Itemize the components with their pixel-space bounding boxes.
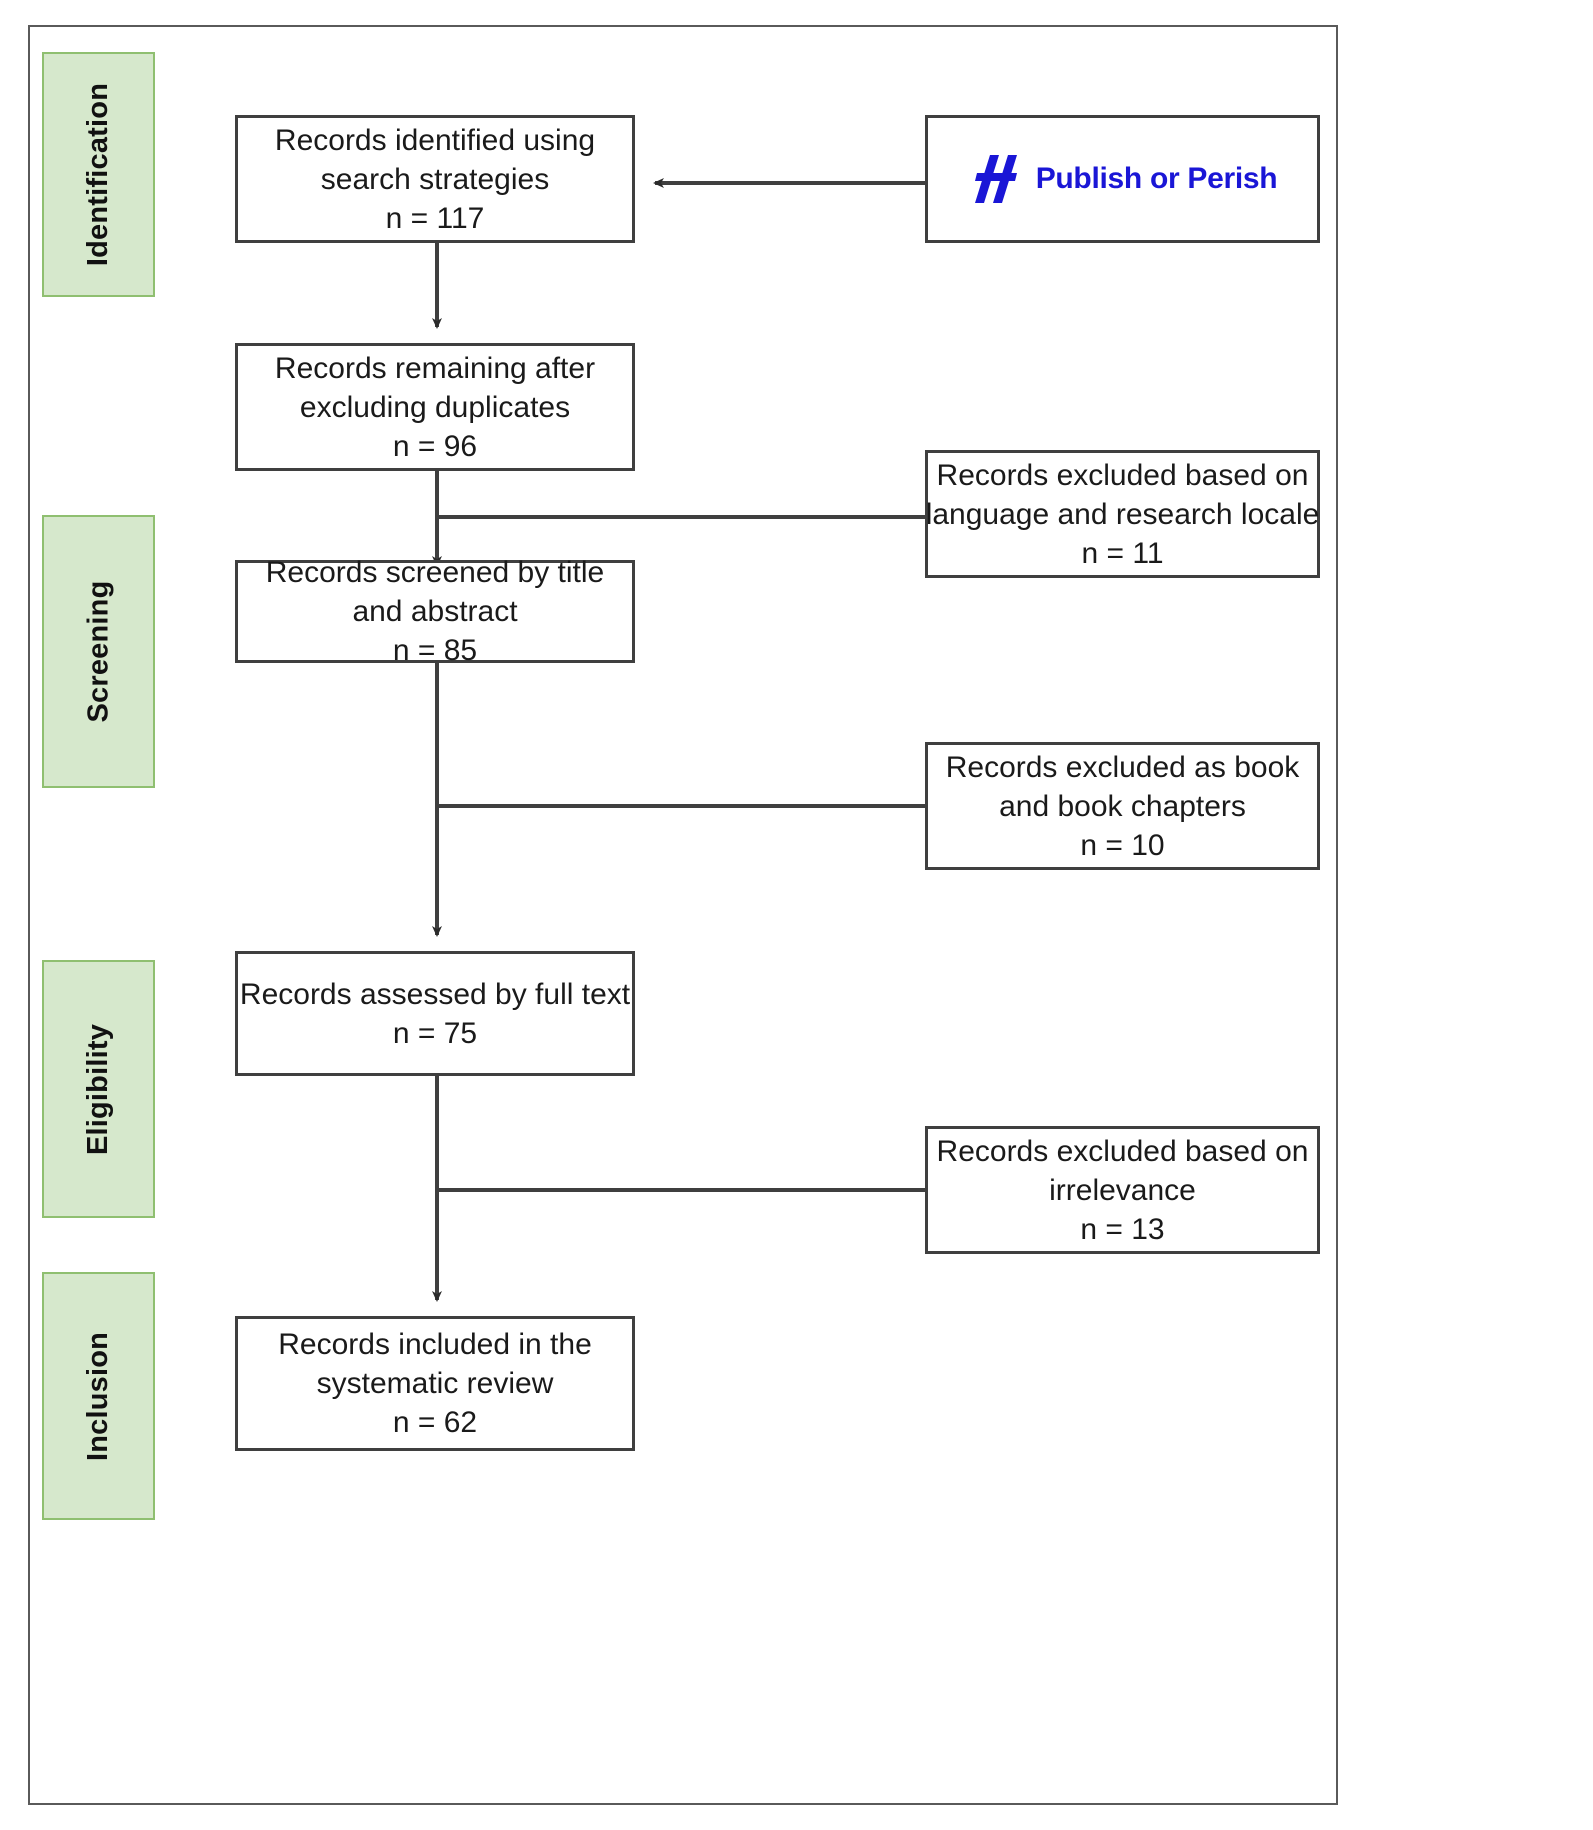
node-records-screened: Records screened by title and abstract n… (235, 556, 635, 667)
node-count: n = 62 (392, 1406, 478, 1439)
node-line: Records excluded based on (936, 458, 1309, 492)
node-line: irrelevance (1049, 1173, 1196, 1207)
node-excluded-books: Records excluded as book and book chapte… (925, 742, 1320, 870)
node-line: systematic review (316, 1367, 554, 1400)
stage-label-text: Eligibility (82, 1023, 115, 1155)
node-count: n = 117 (385, 201, 485, 235)
diagram-frame (28, 25, 1338, 1805)
node-records-full-text: Records assessed by full text n = 75 (235, 951, 635, 1076)
node-line: search strategies (320, 162, 550, 196)
node-excluded-irrelevance: Records excluded based on irrelevance n … (925, 1126, 1320, 1254)
node-line: Records remaining after (274, 351, 596, 385)
node-line: and book chapters (999, 789, 1246, 823)
node-records-identified: Records identified using search strategi… (235, 115, 635, 243)
node-count: n = 85 (392, 634, 478, 667)
node-count: n = 13 (1080, 1212, 1165, 1246)
node-line: Records included in the (278, 1328, 592, 1361)
publish-or-perish-label: Publish or Perish (1035, 162, 1278, 195)
stage-label-text: Identification (82, 82, 114, 267)
publish-or-perish-logo-icon (974, 155, 1017, 203)
node-line: Records screened by title (265, 556, 605, 589)
stage-label-inclusion: Inclusion (42, 1272, 155, 1520)
node-line: and abstract (352, 595, 518, 628)
node-line: language and research locale (925, 497, 1320, 531)
node-records-included: Records included in the systematic revie… (235, 1316, 635, 1451)
stage-label-screening: Screening (42, 515, 155, 788)
node-line: Records excluded based on (936, 1134, 1309, 1168)
node-line: excluding duplicates (299, 390, 571, 424)
node-line: Records assessed by full text (239, 977, 631, 1011)
node-records-deduplicated: Records remaining after excluding duplic… (235, 343, 635, 471)
stage-label-text: Screening (82, 580, 115, 723)
node-count: n = 11 (1081, 536, 1164, 570)
stage-label-text: Inclusion (82, 1331, 114, 1461)
node-source-publish-or-perish: Publish or Perish (925, 115, 1320, 243)
node-count: n = 96 (392, 429, 478, 463)
node-count: n = 75 (392, 1016, 478, 1050)
node-excluded-language: Records excluded based on language and r… (925, 450, 1320, 578)
node-count: n = 10 (1080, 828, 1165, 862)
stage-label-eligibility: Eligibility (42, 960, 155, 1218)
stage-label-identification: Identification (42, 52, 155, 297)
node-line: Records excluded as book (945, 750, 1300, 784)
node-line: Records identified using (274, 123, 596, 157)
